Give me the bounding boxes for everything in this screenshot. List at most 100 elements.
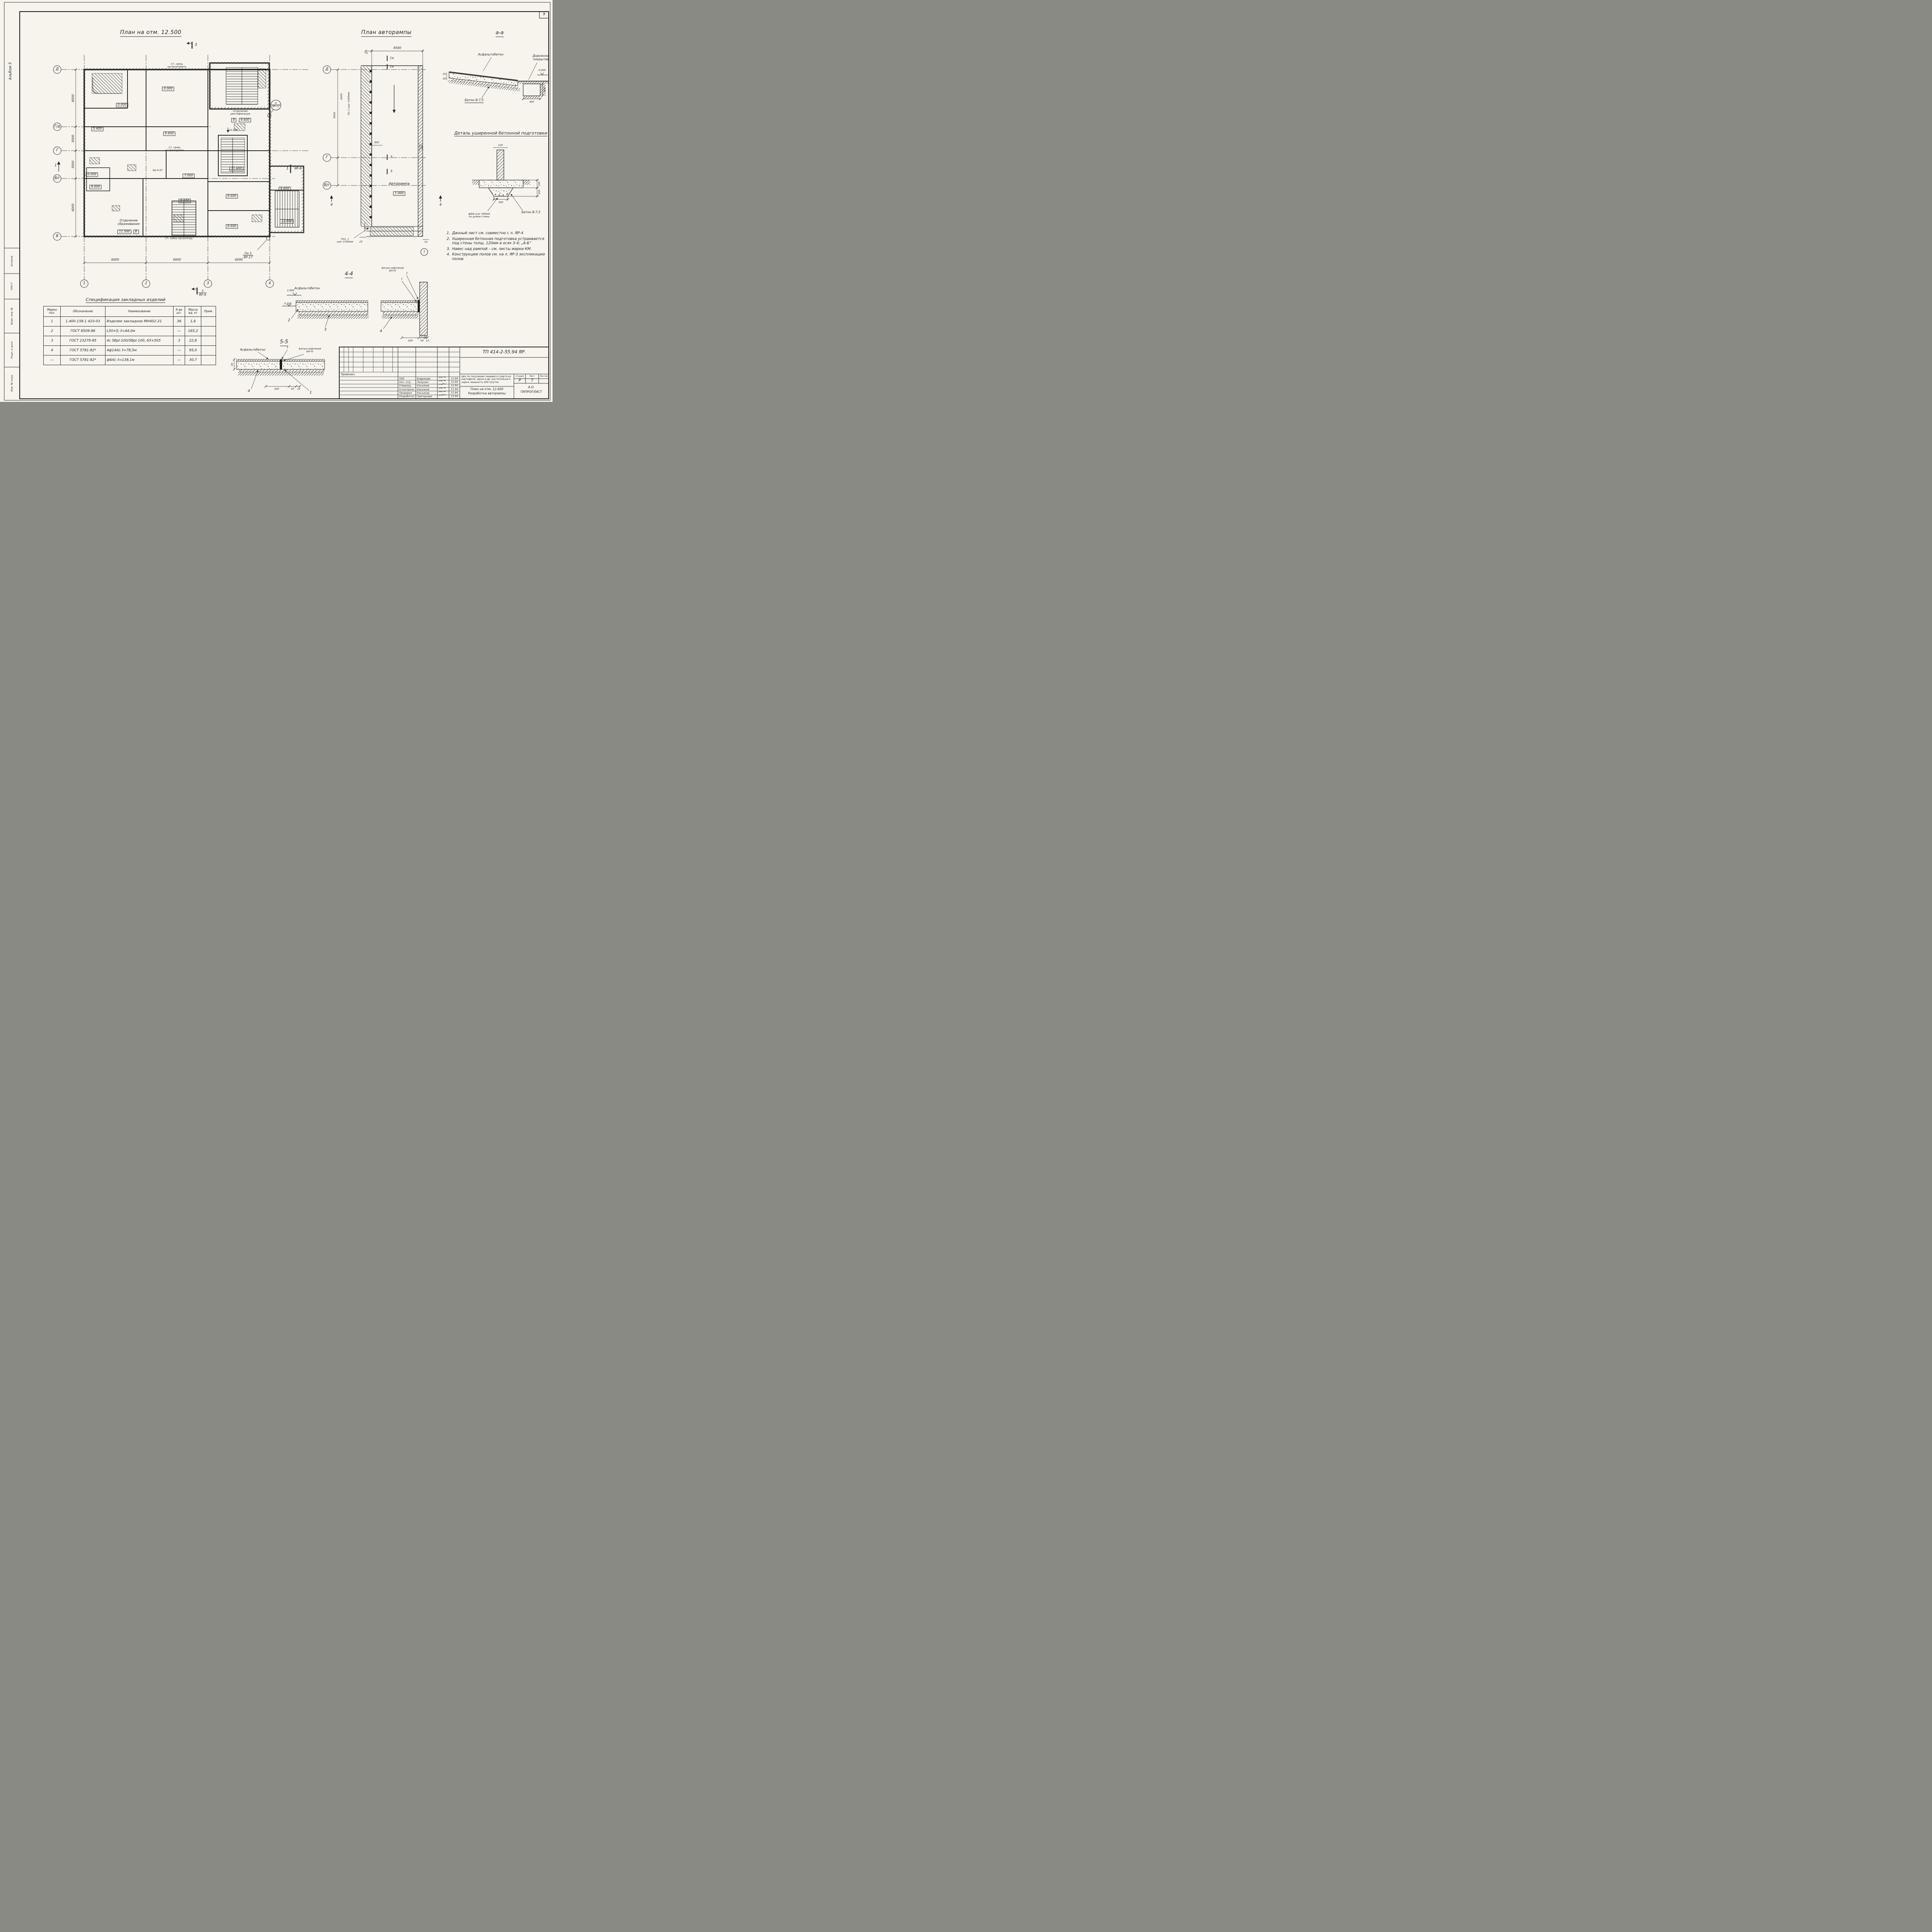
frame-linework <box>4 2 551 401</box>
material-label-bitumen: Битум нефтяной БН-IV <box>381 266 404 272</box>
signature-name: Касьянов <box>417 384 429 387</box>
axis-label-col: 1 <box>83 281 86 286</box>
document-number: ТП 414-2-55.94 ЯР. <box>482 349 526 355</box>
dim-label: 200 <box>274 387 279 391</box>
signature-date: 12.94 <box>451 380 458 384</box>
drawing-linework <box>4 2 551 401</box>
album-label: Альбом 5 <box>8 62 13 80</box>
axis-label-col: 4 <box>268 281 271 286</box>
spec-header: Прим. <box>201 306 216 317</box>
note-text: Навес над рампой – см. листы марки КМ. <box>452 247 532 251</box>
note-text: Уширенная бетонная подготовка устраивает… <box>452 236 544 246</box>
section-mark-sheet: ЯР-8 <box>294 167 302 170</box>
wall-note: Ст. связь оштукатурить <box>165 146 184 152</box>
section-mark-4: 4 <box>439 202 442 207</box>
rebar-note: ф6АI шаг 300мм по длине стены <box>468 212 490 218</box>
elevation-label: 11.600 <box>230 167 243 171</box>
signature-role: Разработал <box>399 395 415 398</box>
spec-cell: ГОСТ 5781-82* <box>60 345 105 355</box>
elevation-label: 10.400 <box>229 128 238 132</box>
organization-line1: А.О. <box>528 385 535 389</box>
callout-number: 3 <box>324 327 327 332</box>
elevation-label: 0.000 <box>86 172 98 177</box>
spec-cell: 2 <box>43 326 61 336</box>
signature-role: Проверил <box>399 391 412 395</box>
section-aa-title: а-а <box>495 30 504 37</box>
detail-title: Деталь уширенной бетонной подготовки <box>454 131 548 137</box>
dim-label: 30 <box>230 362 234 366</box>
dim-label: 200 <box>408 339 413 342</box>
signature-role: Н.контроль <box>399 388 414 391</box>
spec-cell <box>201 326 216 336</box>
section-mark-4: 4 <box>330 202 333 207</box>
spec-cell: 1.400-158.1 410-03 <box>60 316 105 327</box>
section-mark-3: 3 <box>194 43 197 47</box>
axis-label-col: 2 <box>145 281 148 286</box>
project-name: Цех по получению пищевого спирта из карт… <box>461 375 511 384</box>
section-44-linework <box>282 275 429 339</box>
dim-label: 120 <box>498 143 503 147</box>
axis-label-row: Д <box>56 67 59 71</box>
room-marker: В <box>133 230 139 234</box>
callout-number: 6 <box>275 102 277 105</box>
ramp-label: Авторампа <box>388 182 410 186</box>
title-block-linework <box>339 347 549 399</box>
section-mark-5: 5 <box>390 155 393 159</box>
plan-title: План на отм. 12.500 <box>120 29 182 37</box>
callout-number: 1 <box>401 277 403 281</box>
privyazal-label: Привязал: <box>341 373 355 376</box>
dim-label: 6000 <box>235 258 243 262</box>
spec-cell: ф6АI; ℓ=138,1м <box>105 355 173 365</box>
section-number: 3 <box>201 289 204 293</box>
section-55-linework <box>233 349 325 391</box>
elevation-label: 0.000 <box>116 103 128 107</box>
detail-linework <box>472 147 539 211</box>
spec-title: Спецификация закладных изделий <box>85 297 166 303</box>
column-step-note: По 1 шаг-1500мм <box>347 92 350 115</box>
spec-cell <box>201 316 216 327</box>
signature-name: Бодрящев <box>417 377 430 380</box>
note-number: 2. <box>447 236 451 241</box>
dim-label: 500 <box>364 226 369 230</box>
elevation-label: 0.750 <box>284 302 292 305</box>
signature-role: Нач. отд. <box>399 381 412 384</box>
spec-cell: ГОСТ 8509-86 <box>60 326 105 336</box>
signature-date: 12.94 <box>451 384 458 387</box>
spec-header: Наименование <box>105 306 173 317</box>
signature-role: Утвержд. <box>399 384 412 387</box>
spec-cell <box>201 355 216 365</box>
dim-label: 200 <box>537 189 541 195</box>
dim-label: 25 <box>359 240 363 243</box>
table-row: —ГОСТ 5781-82*ф6АI; ℓ=138,1м—30,7 <box>43 355 216 365</box>
section-mark-5: 5 <box>390 169 393 173</box>
detail-mark-1a: 1а <box>390 56 394 60</box>
spec-cell: 1,6 <box>185 316 201 327</box>
material-label-road: Дорожное покрытие <box>532 54 549 61</box>
material-label-asphalt: Асфальтобетон <box>294 286 320 290</box>
drawing-sheet: 9 Альбом 5 Зотиков ТПО-Т Взам. инв. № По… <box>0 0 553 402</box>
callout-number: 4 <box>379 329 383 333</box>
spec-cell: 4ф14АI; ℓ=78,5м <box>105 345 173 355</box>
general-notes: 1.Данный лист см. совместно с л. ЯР-4 2.… <box>447 231 546 262</box>
sheet-header: Лист <box>529 375 535 378</box>
ramp-linework <box>323 49 442 256</box>
elevation-label: 9.600 <box>226 194 238 199</box>
spec-cell <box>201 345 216 355</box>
detail-mark-1a: 1а <box>390 65 394 68</box>
elevation-label: 9.600 <box>239 118 251 122</box>
spec-cell: 3 <box>43 336 61 346</box>
dim-label: 6000 <box>173 258 181 262</box>
stage-value: Р <box>519 378 521 383</box>
margin-cell-vzam: Взам. инв. № <box>10 307 14 325</box>
spec-table: Марка поз. Обозначение Наименование К-во… <box>43 306 216 365</box>
callout-number: 2 <box>286 345 289 349</box>
spec-header: К-во шт. <box>173 306 185 317</box>
elevation-label: 0.000 <box>538 68 546 72</box>
callout-sheet: ЯР-17 <box>271 105 281 108</box>
signature-date: 11.94 <box>451 388 458 391</box>
